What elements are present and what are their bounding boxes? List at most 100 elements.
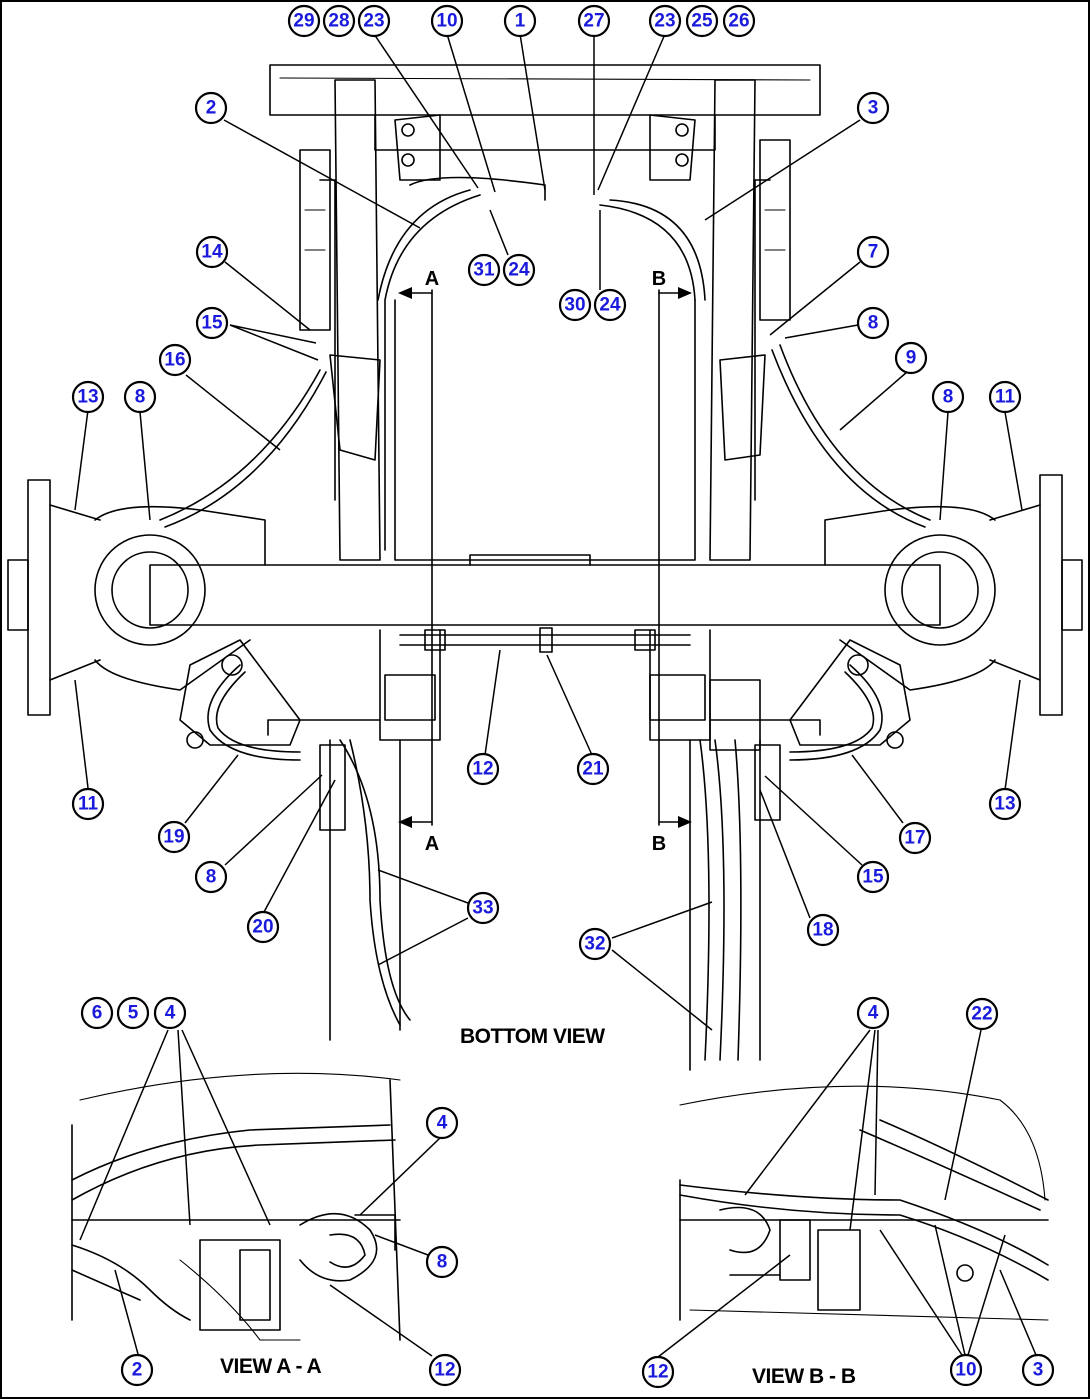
svg-text:16: 16 (164, 350, 185, 371)
callout-8: 8 (123, 380, 157, 414)
svg-text:13: 13 (77, 387, 98, 408)
view-a-a-caption: VIEW A - A (220, 1355, 321, 1378)
callout-15: 15 (856, 860, 890, 894)
callout-21: 21 (576, 752, 610, 786)
callout-24: 24 (593, 288, 627, 322)
callout-15: 15 (195, 306, 229, 340)
callout-1: 1 (503, 4, 537, 38)
callout-31: 31 (467, 253, 501, 287)
svg-text:4: 4 (868, 1003, 879, 1024)
svg-text:29: 29 (293, 11, 314, 32)
callout-9: 9 (894, 341, 928, 375)
callout-27: 27 (577, 4, 611, 38)
svg-text:2: 2 (132, 1360, 143, 1381)
callout-8: 8 (425, 1245, 459, 1279)
svg-text:2: 2 (206, 98, 217, 119)
callout-14: 14 (195, 235, 229, 269)
svg-text:19: 19 (163, 827, 184, 848)
callout-4: 4 (425, 1106, 459, 1140)
callout-11: 11 (988, 380, 1022, 414)
svg-text:22: 22 (971, 1004, 992, 1025)
callouts: 29 28 23 10 1 27 23 25 26 2 3 31 24 30 2… (71, 4, 1055, 1389)
svg-text:11: 11 (78, 794, 99, 815)
svg-text:4: 4 (437, 1113, 448, 1134)
section-marker-a-bottom: A (425, 833, 439, 855)
svg-text:20: 20 (252, 917, 273, 938)
section-marker-b-top: B (652, 268, 666, 290)
callout-19: 19 (157, 820, 191, 854)
callout-2: 2 (194, 91, 228, 125)
callout-13: 13 (71, 380, 105, 414)
callout-8: 8 (194, 860, 228, 894)
svg-text:28: 28 (328, 11, 349, 32)
svg-text:8: 8 (943, 387, 954, 408)
svg-text:10: 10 (436, 11, 457, 32)
bottom-view-caption: BOTTOM VIEW (460, 1025, 605, 1048)
svg-text:6: 6 (92, 1003, 103, 1024)
callout-10: 10 (430, 4, 464, 38)
svg-text:5: 5 (128, 1003, 139, 1024)
callout-13: 13 (988, 787, 1022, 821)
callout-4: 4 (153, 996, 187, 1030)
callout-5: 5 (116, 996, 150, 1030)
svg-text:24: 24 (508, 260, 530, 281)
callout-10: 10 (949, 1353, 983, 1387)
svg-text:24: 24 (599, 295, 621, 316)
section-marker-a-top: A (425, 268, 439, 290)
callout-4: 4 (856, 996, 890, 1030)
view-a-a-drawing (71, 1072, 401, 1341)
svg-text:3: 3 (868, 98, 879, 119)
svg-text:8: 8 (206, 867, 217, 888)
view-b-b-caption: VIEW B - B (752, 1365, 856, 1388)
svg-text:23: 23 (363, 11, 384, 32)
leader-lines (74, 33, 1037, 1358)
callout-3: 3 (856, 91, 890, 125)
svg-text:21: 21 (582, 759, 604, 780)
callout-28: 28 (322, 4, 356, 38)
view-b-b-drawing (679, 1085, 1049, 1321)
svg-text:30: 30 (564, 295, 585, 316)
svg-text:17: 17 (904, 828, 925, 849)
bottom-view-drawing (7, 64, 1083, 1071)
svg-text:25: 25 (691, 11, 713, 32)
svg-text:33: 33 (472, 898, 493, 919)
svg-text:15: 15 (862, 867, 884, 888)
svg-text:18: 18 (812, 920, 833, 941)
svg-text:10: 10 (955, 1360, 976, 1381)
svg-text:12: 12 (434, 1360, 455, 1381)
svg-text:32: 32 (584, 934, 605, 955)
section-marker-b-bottom: B (652, 833, 666, 855)
callout-17: 17 (898, 821, 932, 855)
callout-12: 12 (466, 752, 500, 786)
svg-text:1: 1 (515, 11, 526, 32)
callout-24: 24 (502, 253, 536, 287)
callout-26: 26 (722, 4, 756, 38)
callout-22: 22 (965, 997, 999, 1031)
svg-text:11: 11 (995, 387, 1016, 408)
callout-3: 3 (1021, 1353, 1055, 1387)
svg-text:7: 7 (868, 242, 879, 263)
svg-text:4: 4 (165, 1003, 176, 1024)
callout-32: 32 (578, 927, 612, 961)
svg-text:23: 23 (654, 11, 675, 32)
svg-text:26: 26 (728, 11, 749, 32)
callout-16: 16 (158, 343, 192, 377)
svg-text:8: 8 (135, 387, 146, 408)
svg-text:27: 27 (583, 11, 604, 32)
callout-12: 12 (428, 1353, 462, 1387)
callout-30: 30 (558, 288, 592, 322)
svg-text:15: 15 (201, 313, 223, 334)
callout-6: 6 (80, 996, 114, 1030)
svg-text:14: 14 (201, 242, 223, 263)
svg-text:9: 9 (906, 348, 917, 369)
svg-text:8: 8 (437, 1252, 448, 1273)
callout-8: 8 (931, 380, 965, 414)
svg-text:12: 12 (472, 759, 493, 780)
svg-text:8: 8 (868, 313, 879, 334)
svg-text:3: 3 (1033, 1360, 1044, 1381)
callout-2: 2 (120, 1353, 154, 1387)
svg-text:12: 12 (647, 1362, 668, 1383)
